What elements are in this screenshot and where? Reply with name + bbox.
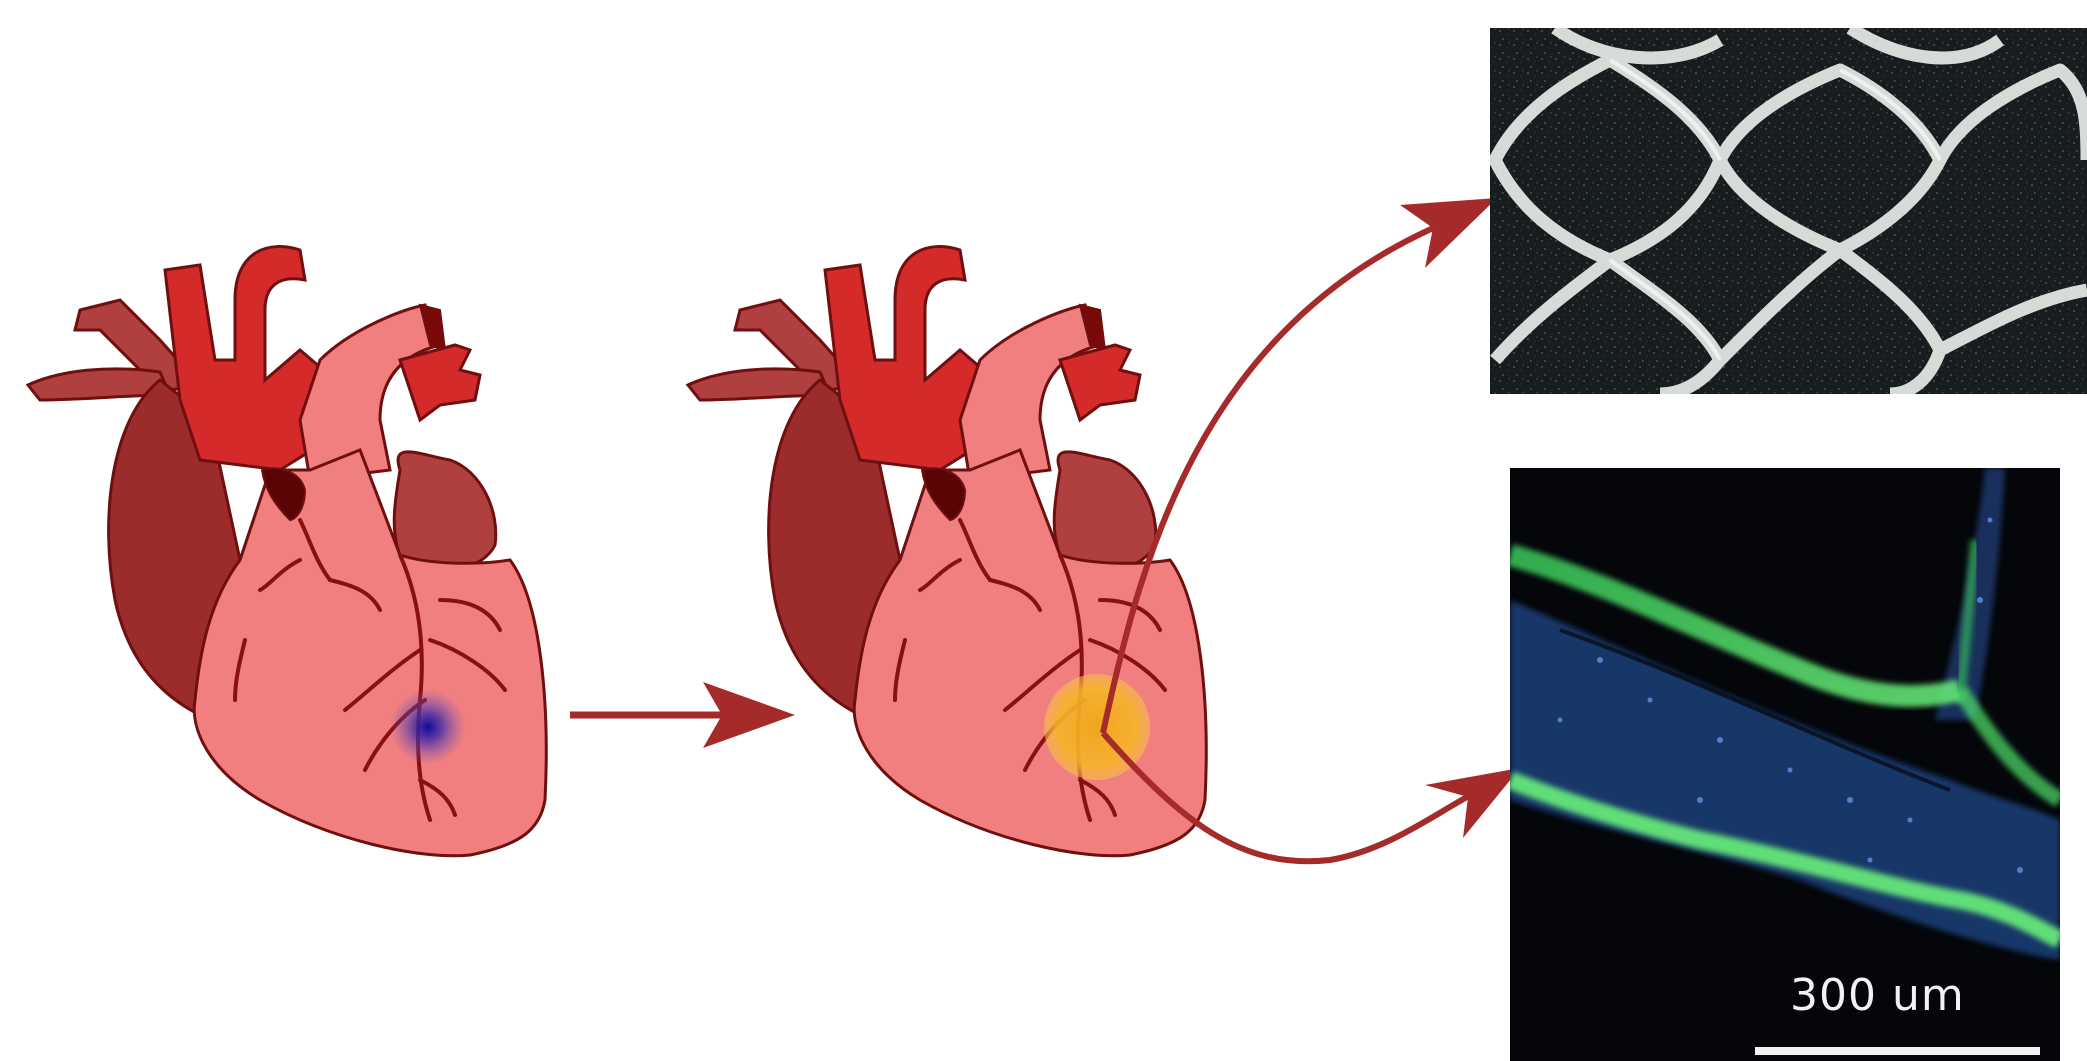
scale-bar-label: 300 um (1790, 970, 1965, 1021)
left-atrium (394, 452, 496, 569)
scale-bar (1755, 1047, 2040, 1055)
heart-injured (28, 247, 546, 856)
scaffold-photo (1490, 28, 2087, 394)
injury-site-marker (390, 689, 466, 765)
progress-arrow (570, 682, 795, 748)
fluorescence-micrograph (1510, 468, 2060, 1061)
